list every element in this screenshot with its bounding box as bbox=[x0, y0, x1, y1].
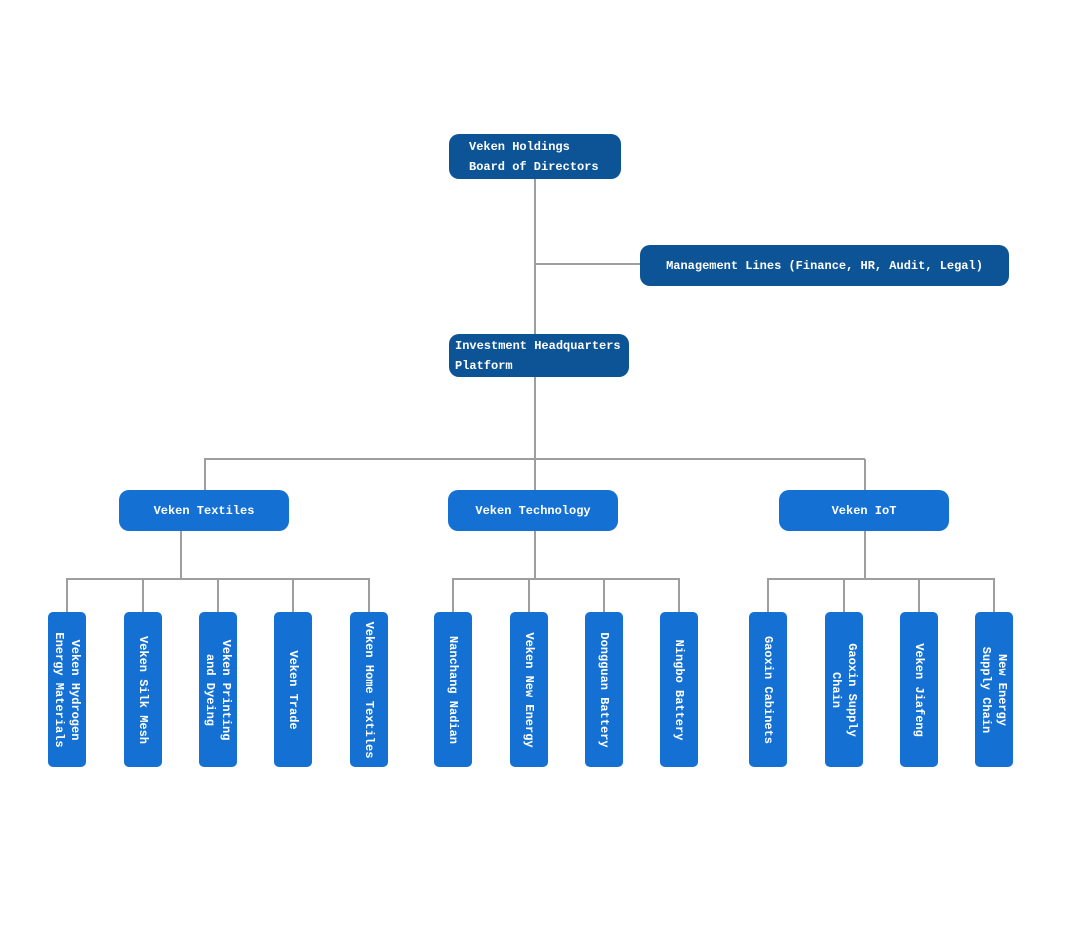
connector-technology-stem bbox=[534, 531, 536, 579]
leaf-node-veken-jiafeng: Veken Jiafeng bbox=[900, 612, 938, 767]
connector-leaf-drop bbox=[66, 579, 68, 612]
connector-leaf-drop bbox=[292, 579, 294, 612]
branch-node-veken-iot: Veken IoT bbox=[779, 490, 949, 531]
connector-leaf-drop bbox=[767, 579, 769, 612]
branch-node-veken-textiles: Veken Textiles bbox=[119, 490, 289, 531]
connector-iot-stem bbox=[864, 531, 866, 579]
leaf-node-veken-hydrogen-energy-materials: Veken Hydrogen Energy Materials bbox=[48, 612, 86, 767]
connector-leaf-drop bbox=[217, 579, 219, 612]
leaf-label: Nanchang Nadian bbox=[446, 635, 460, 744]
leaf-label: Veken Trade bbox=[286, 649, 300, 730]
connector-leaf-drop bbox=[142, 579, 144, 612]
leaf-node-veken-new-energy: Veken New Energy bbox=[510, 612, 548, 767]
leaf-label: Veken Silk Mesh bbox=[136, 635, 150, 744]
branch-node-veken-technology: Veken Technology bbox=[448, 490, 618, 531]
leaf-node-new-energy-supply-chain: New Energy Supply Chain bbox=[975, 612, 1013, 767]
board-of-directors-node: Veken Holdings Board of Directors bbox=[449, 134, 621, 179]
leaf-node-veken-printing-and-dyeing: Veken Printing and Dyeing bbox=[199, 612, 237, 767]
connector-leaf-drop bbox=[843, 579, 845, 612]
leaf-node-gaoxin-supply-chain: Gaoxin Supply Chain bbox=[825, 612, 863, 767]
leaf-node-ningbo-battery: Ningbo Battery bbox=[660, 612, 698, 767]
leaf-label: Veken Hydrogen Energy Materials bbox=[52, 631, 82, 748]
connector-technology-bus bbox=[452, 578, 680, 580]
connector-leaf-drop bbox=[603, 579, 605, 612]
leaf-node-nanchang-nadian: Nanchang Nadian bbox=[434, 612, 472, 767]
leaf-node-veken-silk-mesh: Veken Silk Mesh bbox=[124, 612, 162, 767]
leaf-node-gaoxin-cabinets: Gaoxin Cabinets bbox=[749, 612, 787, 767]
connector-drop-textiles bbox=[204, 459, 206, 490]
leaf-node-veken-home-textiles: Veken Home Textiles bbox=[350, 612, 388, 767]
connector-leaf-drop bbox=[918, 579, 920, 612]
leaf-node-dongguan-battery: Dongguan Battery bbox=[585, 612, 623, 767]
investment-platform-node: Investment Headquarters Platform bbox=[449, 334, 629, 377]
leaf-label: New Energy Supply Chain bbox=[979, 646, 1009, 733]
leaf-label: Veken Printing and Dyeing bbox=[203, 639, 233, 740]
leaf-label: Veken Jiafeng bbox=[912, 642, 926, 737]
connector-to-management bbox=[535, 263, 640, 265]
leaf-label: Gaoxin Supply Chain bbox=[829, 642, 859, 737]
connector-root-to-platform bbox=[534, 179, 536, 334]
leaf-node-veken-trade: Veken Trade bbox=[274, 612, 312, 767]
connector-textiles-stem bbox=[180, 531, 182, 579]
leaf-label: Dongguan Battery bbox=[597, 631, 611, 748]
leaf-label: Gaoxin Cabinets bbox=[761, 635, 775, 744]
connector-leaf-drop bbox=[528, 579, 530, 612]
connector-drop-iot bbox=[864, 459, 866, 490]
connector-leaf-drop bbox=[678, 579, 680, 612]
leaf-label: Veken Home Textiles bbox=[362, 621, 376, 758]
connector-iot-bus bbox=[767, 578, 995, 580]
connector-leaf-drop bbox=[452, 579, 454, 612]
management-lines-node: Management Lines (Finance, HR, Audit, Le… bbox=[640, 245, 1009, 286]
connector-platform-down bbox=[534, 377, 536, 458]
connector-leaf-drop bbox=[993, 579, 995, 612]
connector-leaf-drop bbox=[368, 579, 370, 612]
connector-drop-technology bbox=[534, 459, 536, 490]
leaf-label: Veken New Energy bbox=[522, 631, 536, 748]
leaf-label: Ningbo Battery bbox=[672, 639, 686, 740]
